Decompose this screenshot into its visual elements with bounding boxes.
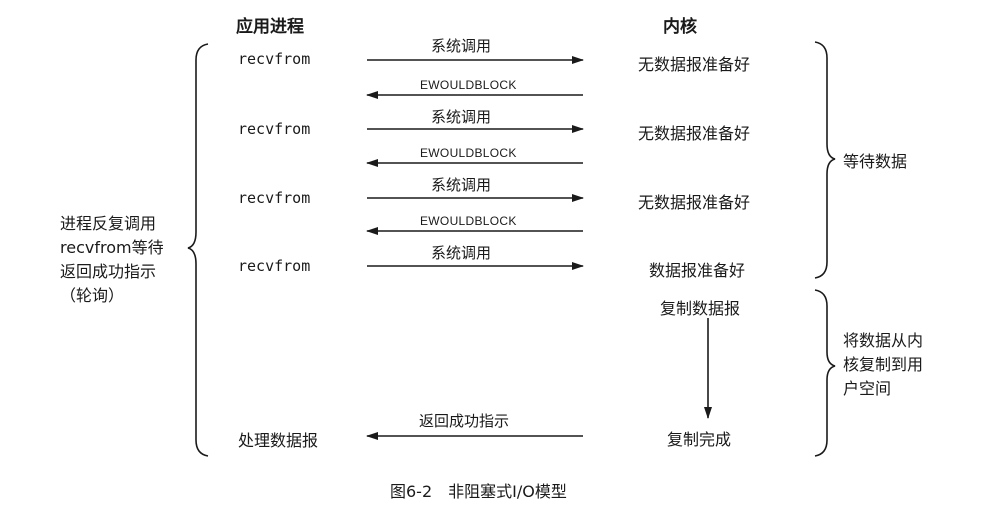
left-note-line-2: recvfrom等待 — [60, 238, 164, 257]
copy-done-label: 复制完成 — [667, 430, 732, 449]
recvfrom-call-3: recvfrom — [238, 189, 311, 207]
left-note-line-3: 返回成功指示 — [60, 262, 157, 281]
copy-note-line-1: 将数据从内 — [843, 331, 924, 350]
process-datagram-label: 处理数据报 — [238, 431, 319, 450]
syscall-label-4: 系统调用 — [431, 244, 492, 262]
copy-datagram-label: 复制数据报 — [660, 299, 741, 318]
return-success-label: 返回成功指示 — [419, 412, 510, 430]
wait-brace — [814, 41, 836, 279]
kernel-state-ready: 数据报准备好 — [649, 261, 746, 280]
copy-data-note: 将数据从内 核复制到用 户空间 — [843, 329, 923, 401]
recvfrom-call-1: recvfrom — [238, 50, 311, 68]
left-note-line-1: 进程反复调用 — [60, 214, 157, 233]
kernel-header: 内核 — [663, 17, 697, 37]
syscall-label-1: 系统调用 — [431, 37, 492, 55]
copy-brace — [814, 289, 836, 457]
figure-caption: 图6-2 非阻塞式I/O模型 — [390, 482, 567, 501]
app-process-header: 应用进程 — [236, 17, 304, 37]
syscall-label-3: 系统调用 — [431, 176, 492, 194]
ewouldblock-label-1: EWOULDBLOCK — [420, 78, 517, 92]
left-note: 进程反复调用 recvfrom等待 返回成功指示 （轮询） — [60, 212, 164, 308]
copy-note-line-3: 户空间 — [843, 379, 892, 398]
syscall-label-2: 系统调用 — [431, 108, 492, 126]
left-note-line-4: （轮询） — [60, 286, 125, 305]
wait-data-note: 等待数据 — [843, 152, 908, 171]
ewouldblock-label-2: EWOULDBLOCK — [420, 146, 517, 160]
left-brace — [187, 43, 209, 457]
kernel-state-3: 无数据报准备好 — [638, 193, 751, 212]
kernel-state-1: 无数据报准备好 — [638, 55, 751, 74]
kernel-state-2: 无数据报准备好 — [638, 124, 751, 143]
recvfrom-call-4: recvfrom — [238, 257, 311, 275]
recvfrom-call-2: recvfrom — [238, 120, 311, 138]
ewouldblock-label-3: EWOULDBLOCK — [420, 214, 517, 228]
copy-note-line-2: 核复制到用 — [843, 355, 924, 374]
